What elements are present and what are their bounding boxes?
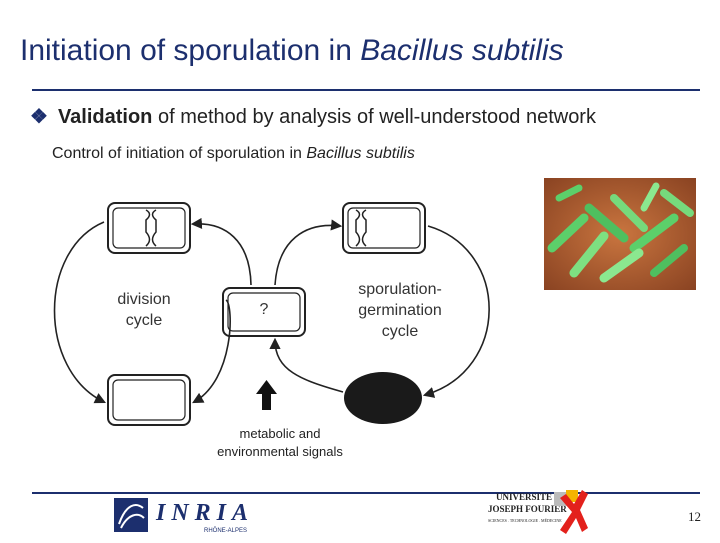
diagram-caption-species: Bacillus subtilis — [306, 145, 415, 162]
arrow-division-down — [53, 221, 107, 404]
ujf-logo-mark-icon — [554, 490, 588, 534]
inria-logo-subtext: RHÔNE-ALPES — [204, 528, 248, 534]
arrow-to-division — [190, 217, 252, 286]
decision-label: ? — [259, 301, 269, 318]
spore — [344, 372, 422, 424]
sporulation-label-line2: germination — [358, 301, 442, 319]
division-label-line2: cycle — [125, 311, 163, 329]
bullet-text: of method by analysis of well-understood… — [152, 106, 596, 128]
sporulation-label-line1: sporulation- — [358, 281, 442, 298]
dividing-cell — [107, 202, 191, 254]
signals-label: metabolic and environmental signals — [200, 425, 360, 460]
slide-title-main: Initiation of sporulation in — [20, 34, 361, 67]
diagram-caption-main: Control of initiation of sporulation in — [52, 145, 307, 162]
signal-arrow-icon — [256, 380, 277, 410]
signals-label-line2: environmental signals — [217, 443, 343, 459]
ujf-logo-line2: JOSEPH FOURIER — [488, 504, 567, 514]
inria-logo-text: INRIA — [156, 500, 255, 526]
inria-logo-icon — [114, 498, 148, 532]
sporulation-cycle-label: sporulation- germination cycle — [340, 280, 460, 342]
ujf-logo: UNIVERSITE JOSEPH FOURIER SCIENCES . TEC… — [486, 490, 588, 536]
signals-label-line1: metabolic and — [239, 426, 321, 441]
bullet-icon: ❖ — [30, 106, 48, 128]
slide-title-species: Bacillus subtilis — [360, 34, 564, 67]
sporulation-label-line3: cycle — [381, 322, 419, 340]
vegetative-cell — [107, 374, 191, 426]
division-cycle-label: division cycle — [104, 290, 184, 332]
ujf-logo-line1: UNIVERSITE — [496, 492, 553, 502]
title-divider — [32, 89, 700, 91]
asymmetric-dividing-cell — [342, 202, 426, 254]
inria-logo: INRIA RHÔNE-ALPES — [112, 494, 258, 538]
diagram-caption: Control of initiation of sporulation in … — [52, 145, 415, 163]
arrow-division-up — [192, 299, 231, 404]
bacillus-micrograph-image — [544, 178, 696, 290]
arrow-sporulation-down — [422, 225, 490, 398]
division-label-line1: division — [117, 291, 171, 308]
ujf-logo-line3: SCIENCES . TECHNOLOGIE . MÉDECINE — [488, 518, 562, 523]
bullet-bold-text: Validation — [57, 106, 153, 128]
arrow-to-sporulation — [274, 219, 343, 286]
decision-cell — [222, 287, 306, 337]
slide-title: Initiation of sporulation in Bacillus su… — [20, 34, 564, 68]
page-number: 12 — [688, 509, 701, 524]
bullet-line: ❖ Validation of method by analysis of wel… — [30, 104, 596, 129]
footer-divider — [32, 492, 700, 494]
arrow-germination — [269, 337, 344, 393]
